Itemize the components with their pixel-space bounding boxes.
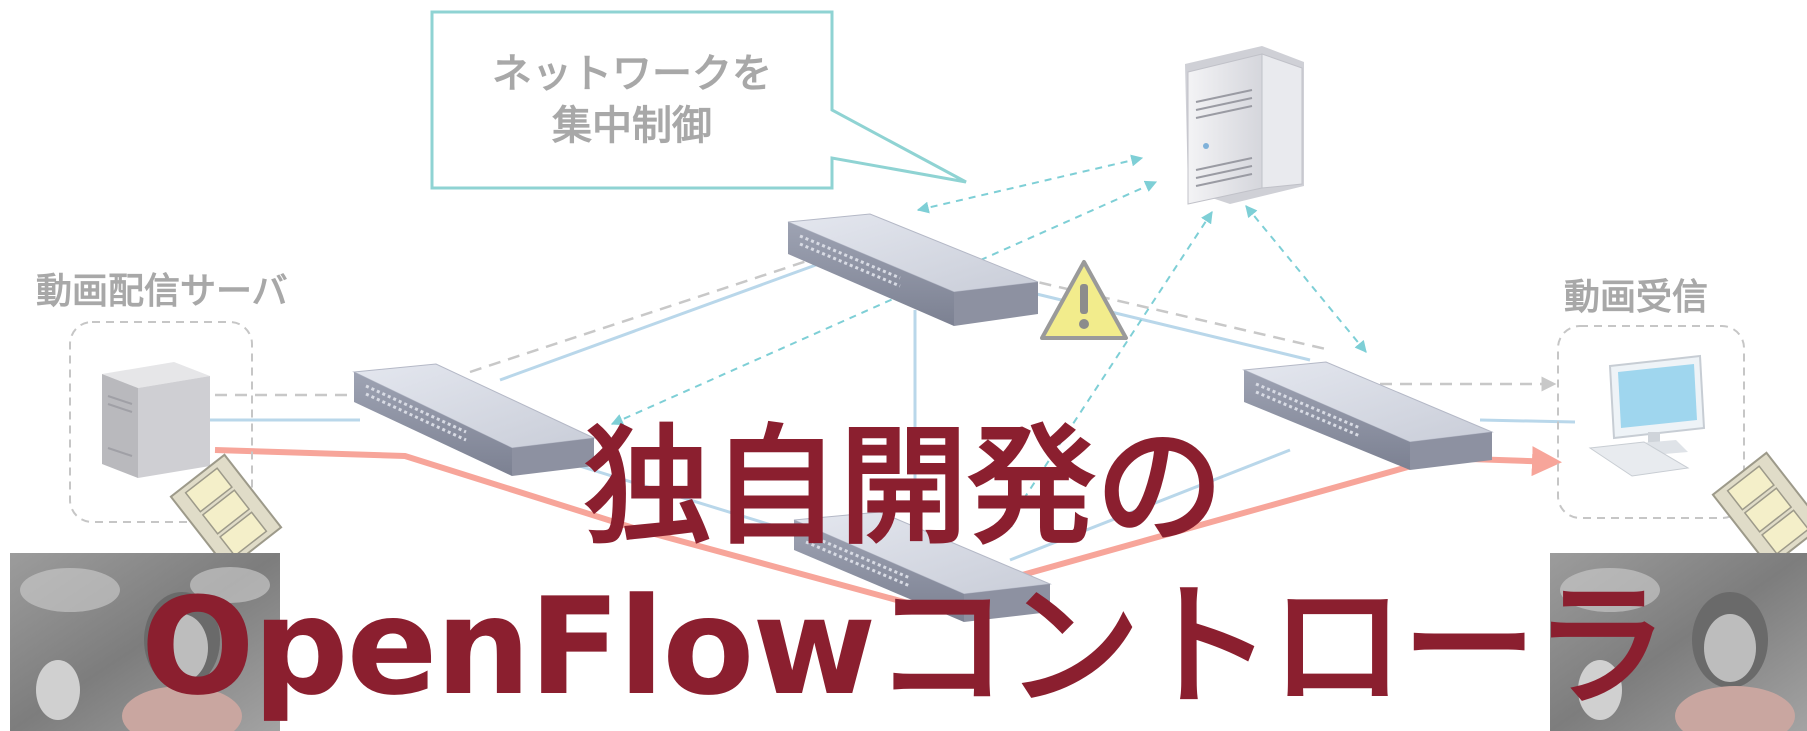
video-receiver-label: 動画受信 — [1564, 277, 1709, 318]
controller-server-icon — [1185, 46, 1304, 205]
callout-box — [430, 10, 967, 190]
switch-bottom — [793, 511, 1052, 622]
switch-left — [352, 363, 596, 476]
video-server-group — [69, 321, 253, 523]
video-frame — [1550, 553, 1807, 731]
film-icon — [1711, 451, 1807, 569]
video-server-icon — [102, 362, 210, 478]
video-server-label: 動画配信サーバ — [36, 271, 288, 312]
switch-right — [1242, 361, 1494, 470]
callout-line1: ネットワークを — [492, 51, 772, 97]
film-icon — [169, 453, 283, 571]
control-links — [610, 154, 1367, 534]
switch-top — [787, 213, 1039, 326]
video-frame — [10, 553, 280, 731]
callout-line2: 集中制御 — [552, 103, 712, 149]
title-line2: OpenFlowコントローラ — [140, 569, 1668, 725]
callout-text: ネットワークを 集中制御 — [432, 48, 832, 152]
warning-icon — [1040, 260, 1128, 340]
client-pc-group — [1557, 325, 1745, 519]
title-line1: 独自開発の — [583, 413, 1224, 562]
client-pc-icon — [1588, 354, 1706, 477]
